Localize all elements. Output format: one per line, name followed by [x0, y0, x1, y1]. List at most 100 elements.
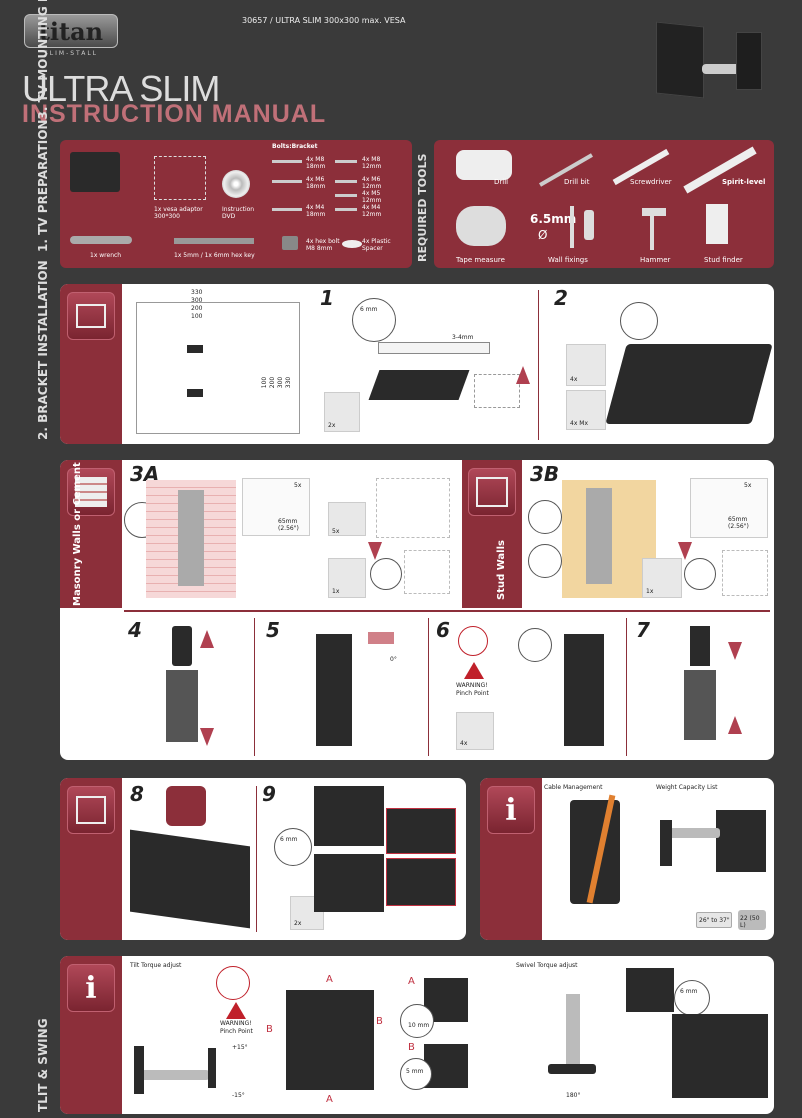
info-panel-cable: i Cable Management Weight Capacity List … [480, 778, 774, 940]
drill-image [456, 150, 512, 180]
mount-tv-panel: 8 9 6 mm 2x [60, 778, 466, 940]
qty-2x-label-9: 2x [294, 920, 302, 927]
diameter-symbol: Ø [538, 228, 548, 242]
arrow-down-4-icon [200, 728, 214, 746]
required-tools-label: REQUIRED TOOLS [416, 153, 429, 262]
stud-walls-label: Stud Walls [496, 540, 507, 600]
screwdriver-callout-3a [370, 558, 402, 590]
dim-side-2: 300 [277, 376, 285, 389]
spirit-level-image [683, 146, 757, 194]
arrow-down-7-icon [728, 642, 742, 660]
detail-top-image [314, 786, 384, 846]
dim-side-1: 200 [269, 376, 277, 389]
wrench-image [70, 236, 132, 244]
required-tools-panel: Drill Drill bit Screwdriver Spirit-level… [434, 140, 774, 268]
bracket-image [70, 152, 120, 192]
bolt-4x-image [566, 390, 606, 430]
bolt-m8-18: 4x M8 18mm [306, 156, 326, 170]
stud-finder-label: Stud finder [704, 256, 743, 264]
box-contents-panel: 1x vesa adaptor 300*300 Instruction DVD … [60, 140, 412, 268]
step-3b-number: 3B [530, 462, 560, 486]
masonry-label: Masonry Walls or Cement Walls [72, 460, 83, 606]
swivel-tv-image [672, 1014, 768, 1098]
title-line2: INSTRUCTION MANUAL [22, 100, 327, 128]
bit-size: 6.5mm [530, 212, 577, 226]
swivel-torque-label: Swivel Torque adjust [516, 962, 578, 969]
tilt-down-label: -15° [232, 1092, 245, 1099]
depth-label: 65mm (2.56") [278, 518, 299, 532]
arrow-up-7-icon [728, 716, 742, 734]
bolt-m4-12: 4x M4 12mm [362, 204, 382, 218]
tape-measure-label: Tape measure [456, 256, 505, 264]
label-b-right: B [376, 1016, 383, 1027]
screw-4x-image [456, 712, 494, 750]
step-9-number: 9 [262, 782, 276, 806]
tv-prep-tab [60, 284, 122, 444]
swivel-detail-image [626, 968, 674, 1012]
spacer-label: 4x Plastic Spacer [362, 238, 391, 252]
weight-text: 22 (50 L) [740, 915, 760, 929]
weight-capacity-label: Weight Capacity List [656, 784, 718, 791]
drill-stud-image [690, 478, 768, 538]
arm-step5-image [316, 634, 352, 746]
label-b-left: B [266, 1024, 273, 1035]
drill-wall-image [242, 478, 310, 536]
side-label-box-contents: 2. BRACKET INSTALLATION 1. TV PREPARATIO… [36, 0, 50, 440]
weight-mount-image [716, 810, 766, 872]
tilt-arm-image [140, 1070, 210, 1080]
spacer-4x-image [566, 344, 606, 386]
qty-5x-anchor-label: 5x [332, 528, 340, 535]
warning-label: WARNING! [456, 682, 488, 689]
pinch-label: Pinch Point [456, 690, 489, 697]
hammer-label: Hammer [640, 256, 671, 264]
qty-5x-label: 5x [294, 482, 302, 489]
dvd-image [222, 170, 250, 198]
arm-step6-image [564, 634, 604, 746]
dim-top-2: 200 [191, 305, 203, 312]
mount-tv-tab [60, 778, 122, 940]
arm-step4-image [172, 626, 192, 666]
pinch-callout-tilt [216, 966, 250, 1000]
spacer-2x-image-9 [290, 896, 324, 930]
detail-bottom-image [314, 854, 384, 912]
warning-icon [464, 662, 484, 679]
size-range-text: 26" to 37" [699, 917, 730, 924]
dim-side-0: 100 [261, 376, 269, 389]
stud-finder-callout [528, 500, 562, 534]
pinch-callout [458, 626, 488, 656]
arrow-up-icon [516, 366, 530, 384]
bolts-title: Bolts:Bracket [272, 143, 318, 150]
side-label-tilt-swing: TLIT & SWING [36, 1018, 50, 1112]
qty-6-4x-label: 4x [460, 740, 468, 747]
screwdriver-callout-6 [518, 628, 552, 662]
hex-6mm-label: 6 mm [360, 306, 378, 313]
arrow-down-3b-icon [678, 542, 692, 560]
detail-a-label: A [408, 976, 415, 987]
tape-measure-image [456, 206, 506, 246]
step-6-number: 6 [436, 618, 450, 642]
tilt-tab: i [60, 956, 122, 1114]
depth-stud-label: 65mm (2.56") [728, 516, 749, 530]
pinch-label-tilt: Pinch Point [220, 1028, 253, 1035]
tv-prep-panel: 330 300 200 100 100 200 300 330 1 6 mm 3… [60, 284, 774, 444]
tv-mount-icon [67, 786, 115, 834]
stud-finder-image [706, 204, 728, 244]
step-1-number: 1 [320, 286, 334, 310]
vesa-adaptor-label: 1x vesa adaptor 300*300 [154, 206, 203, 220]
mount-plate-image [286, 990, 374, 1090]
qty-4xmx-label: 4x Mx [570, 420, 589, 427]
dim-top-3: 100 [191, 313, 203, 320]
hex-bolt-image [282, 236, 298, 250]
drill-label: Drill [494, 178, 509, 186]
warning-label-tilt: WARNING! [220, 1020, 252, 1027]
dvd-label: Instruction DVD [222, 206, 255, 220]
screwdriver-label: Screwdriver [630, 178, 672, 186]
warning-icon-tilt [226, 1002, 246, 1019]
tv-rear-image [605, 344, 773, 424]
tilt-up-label: +15° [232, 1044, 248, 1051]
mm6-label-swivel: 6 mm [680, 988, 698, 995]
tv-back-image [368, 370, 470, 400]
step-7-number: 7 [636, 618, 650, 642]
vesa-dimension-diagram: 330 300 200 100 100 200 300 330 [136, 289, 300, 434]
screw-1x-image [328, 558, 366, 598]
